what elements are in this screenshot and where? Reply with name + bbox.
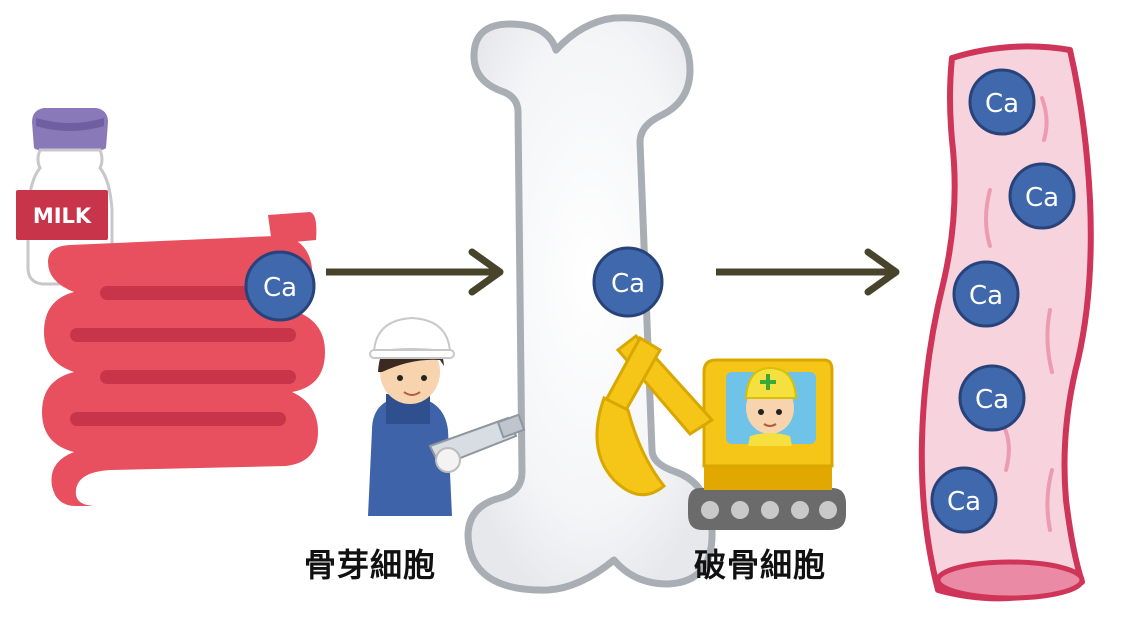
ca-ion-vessel-5: Ca [930,466,998,534]
osteoblast-worker-icon [368,316,526,516]
milk-label: MILK [33,204,92,228]
osteoblast-caption: 骨芽細胞 [304,546,437,584]
ca-ion-intestine: Ca [244,250,316,322]
bone-icon [464,14,716,594]
ca-label: Ca [263,273,297,303]
ca-label: Ca [969,281,1003,311]
ca-ion-vessel-4: Ca [958,364,1026,432]
ca-label: Ca [1025,183,1059,213]
ca-label: Ca [985,89,1019,119]
ca-label: Ca [947,487,981,517]
arrow-intestine-to-bone [326,248,504,296]
osteoclast-excavator-icon [595,333,846,530]
ca-ion-bone: Ca [592,246,664,318]
arrow-bone-to-vessel [716,248,900,296]
ca-ion-vessel-2: Ca [1008,162,1076,230]
ca-label: Ca [975,385,1009,415]
osteoclast-caption: 破骨細胞 [694,546,827,584]
ca-ion-vessel-3: Ca [952,260,1020,328]
ca-label: Ca [611,269,645,299]
ca-ion-vessel-1: Ca [968,68,1036,136]
